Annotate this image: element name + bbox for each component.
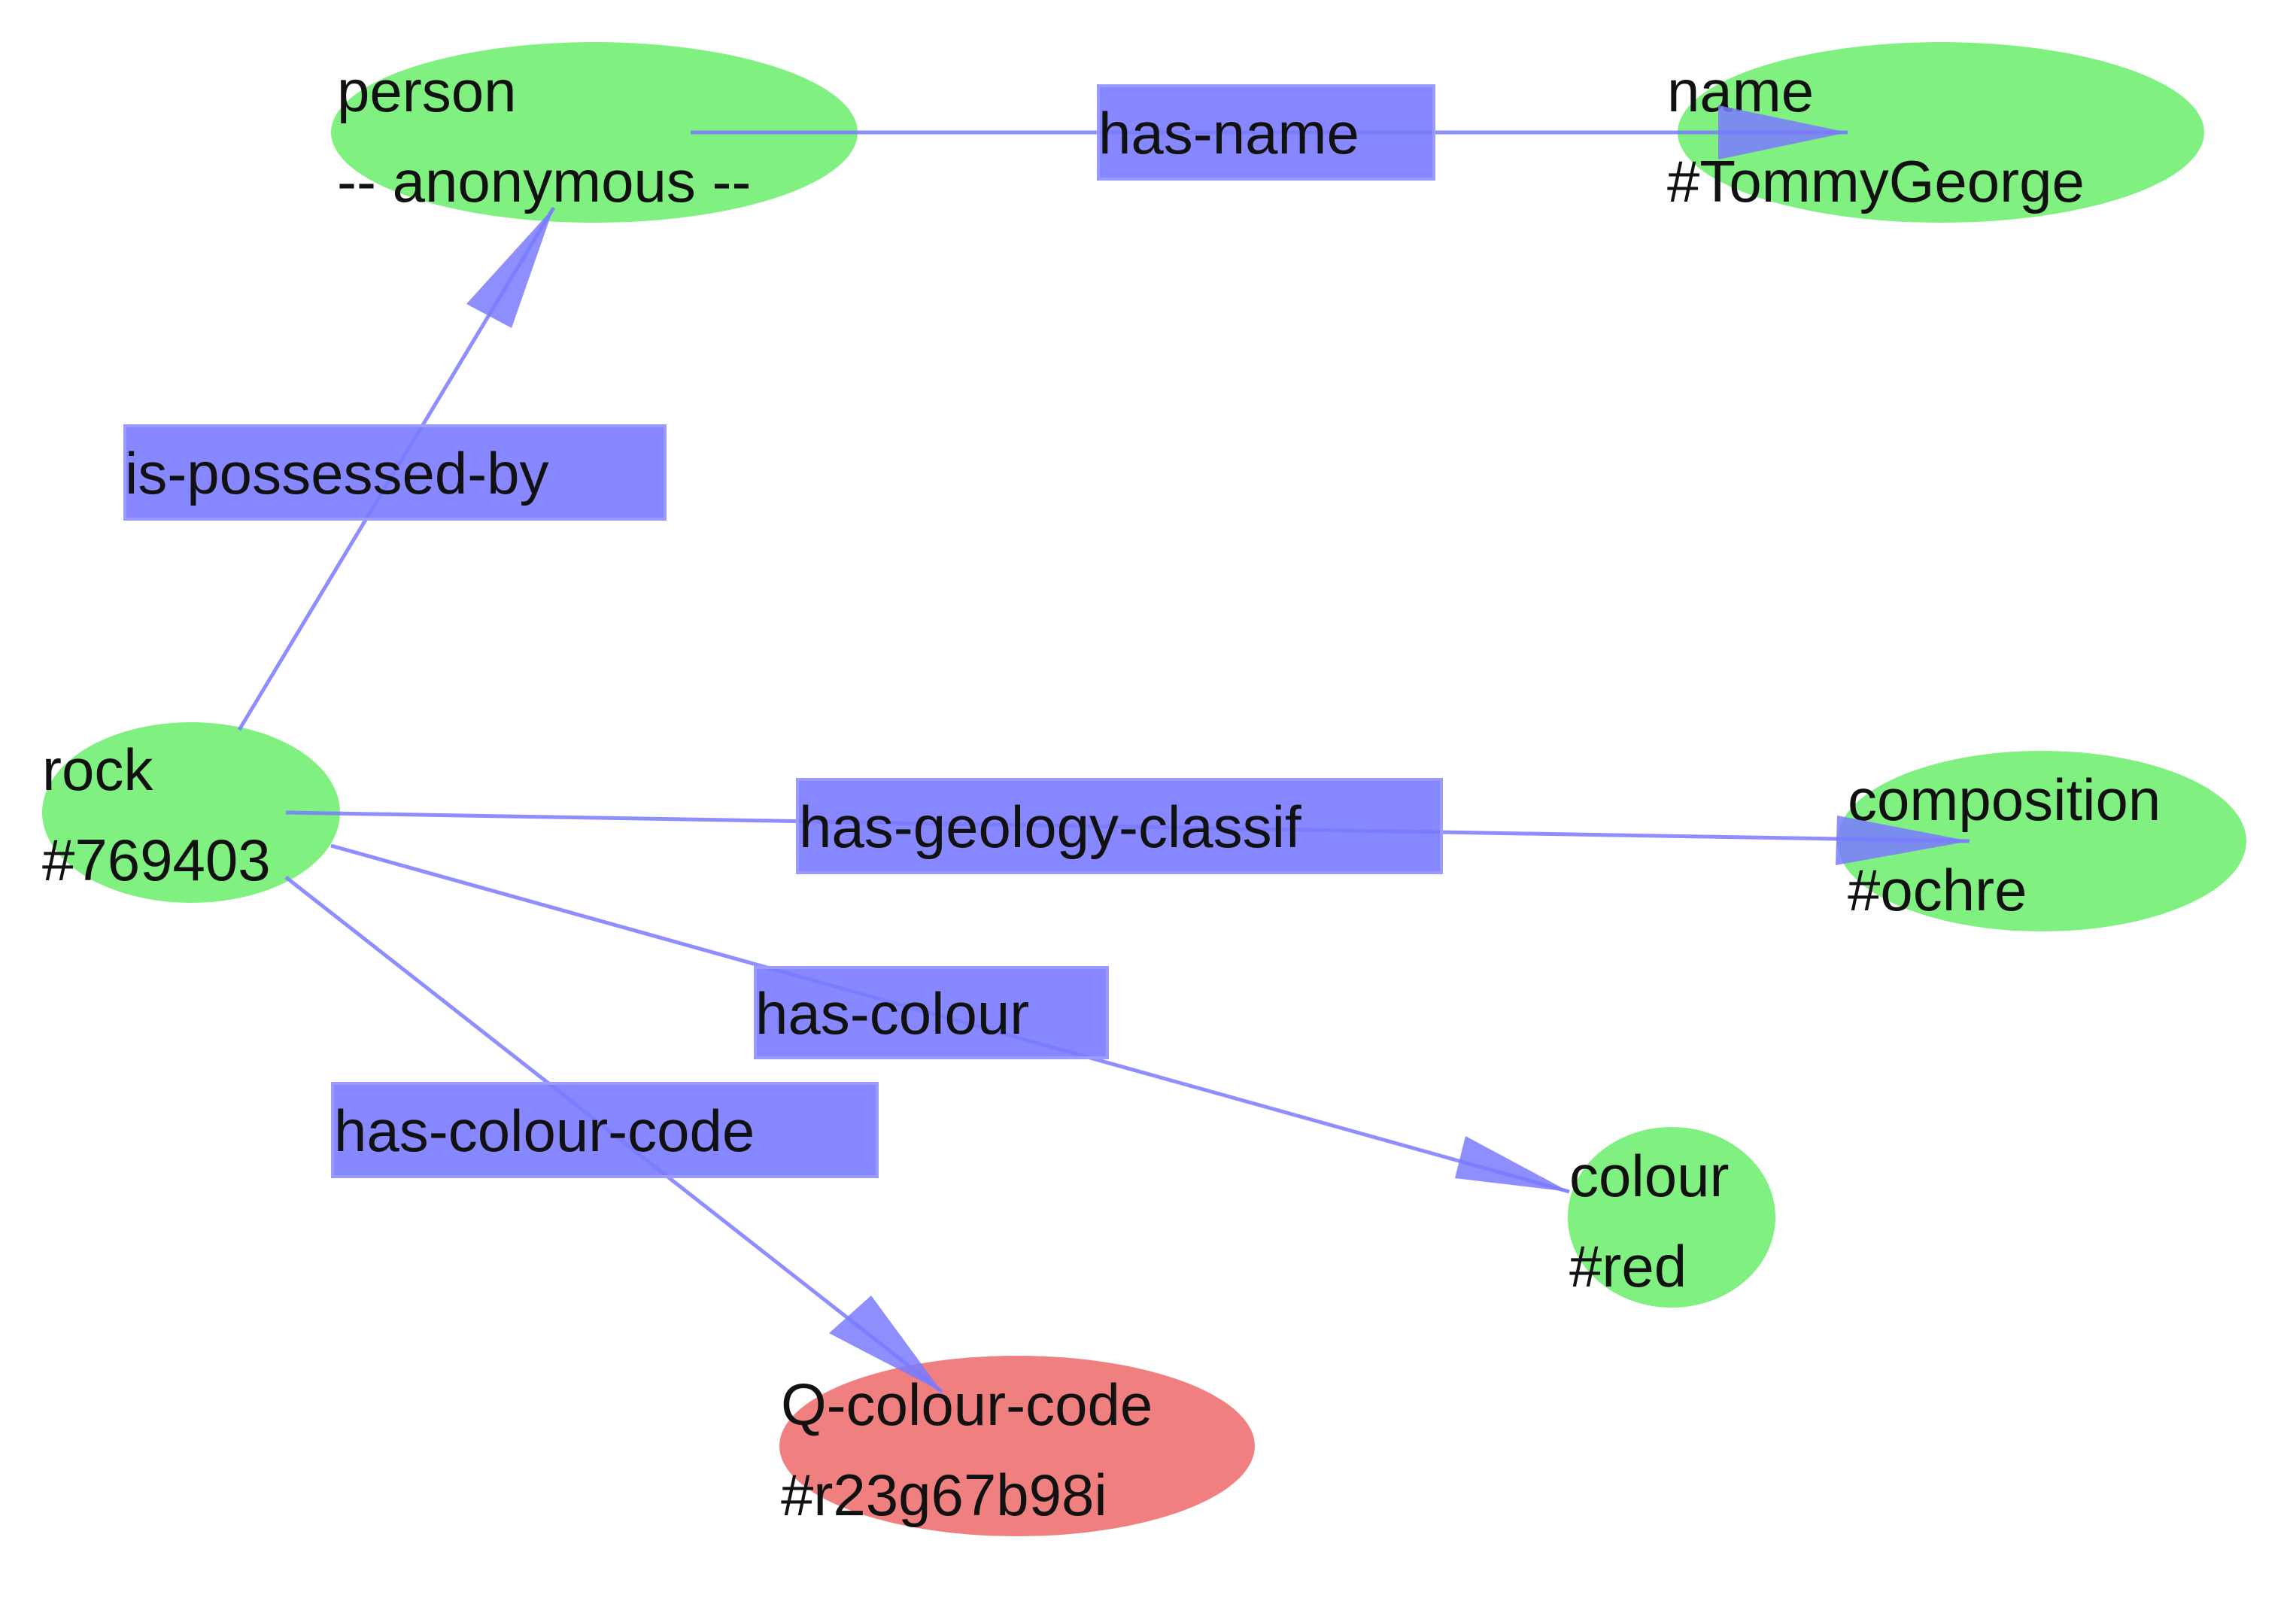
node-name-value: #TommyGeorge [1667, 148, 2085, 214]
node-name-shape [1678, 42, 2204, 223]
edge-has-colour-code-arrowhead [829, 1296, 942, 1392]
node-colour-value: #red [1569, 1233, 1687, 1299]
node-composition-shape [1837, 751, 2246, 931]
node-composition-type: composition [1848, 767, 2161, 833]
node-q-colour-code[interactable]: Q-colour-code #r23g67b98i [779, 1356, 1255, 1536]
edge-has-name[interactable]: has-name [691, 84, 1848, 181]
node-person-value: -- anonymous -- [337, 148, 752, 214]
edge-is-possessed-by-label-box [123, 424, 667, 521]
node-q-colour-code-value: #r23g67b98i [781, 1462, 1107, 1528]
edge-has-colour[interactable]: has-colour [330, 843, 1570, 1194]
node-colour-type: colour [1569, 1143, 1729, 1209]
edge-has-geology-classif[interactable]: has-geology-classif [285, 778, 1970, 874]
edge-has-colour-label: has-colour [755, 980, 1029, 1047]
node-rock[interactable]: rock #769403 [42, 722, 340, 903]
edge-has-name-label-box [1097, 84, 1435, 181]
node-person-type: person [337, 58, 517, 124]
node-rock-type: rock [42, 737, 153, 803]
edge-has-geology-classif-label-box [796, 778, 1443, 874]
edge-has-colour-code-label: has-colour-code [334, 1098, 755, 1164]
edge-is-possessed-by-label: is-possessed-by [125, 440, 549, 506]
node-person-shape [331, 42, 858, 223]
node-colour[interactable]: colour #red [1568, 1127, 1775, 1308]
node-rock-value: #769403 [42, 827, 271, 893]
node-q-colour-code-shape [779, 1356, 1255, 1536]
edge-has-geology-classif-label: has-geology-classif [799, 794, 1301, 860]
node-name[interactable]: name #TommyGeorge [1667, 42, 2204, 223]
edge-has-colour-code-label-box [331, 1082, 879, 1178]
node-composition[interactable]: composition #ochre [1837, 751, 2246, 931]
node-q-colour-code-type: Q-colour-code [781, 1372, 1153, 1438]
node-person[interactable]: person -- anonymous -- [331, 42, 858, 223]
node-rock-shape [42, 722, 340, 903]
node-colour-shape [1568, 1127, 1775, 1308]
edge-is-possessed-by-arrowhead [466, 208, 554, 328]
node-composition-value: #ochre [1848, 857, 2027, 923]
edge-has-colour-label-box [754, 966, 1109, 1059]
edge-has-geology-classif-arrowhead [1836, 816, 1970, 865]
edge-has-name-arrowhead [1718, 105, 1848, 159]
edge-is-possessed-by[interactable]: is-possessed-by [123, 206, 667, 731]
edge-has-colour-arrowhead [1455, 1136, 1569, 1192]
edge-has-colour-code[interactable]: has-colour-code [284, 876, 943, 1393]
edge-has-name-label: has-name [1098, 100, 1359, 166]
